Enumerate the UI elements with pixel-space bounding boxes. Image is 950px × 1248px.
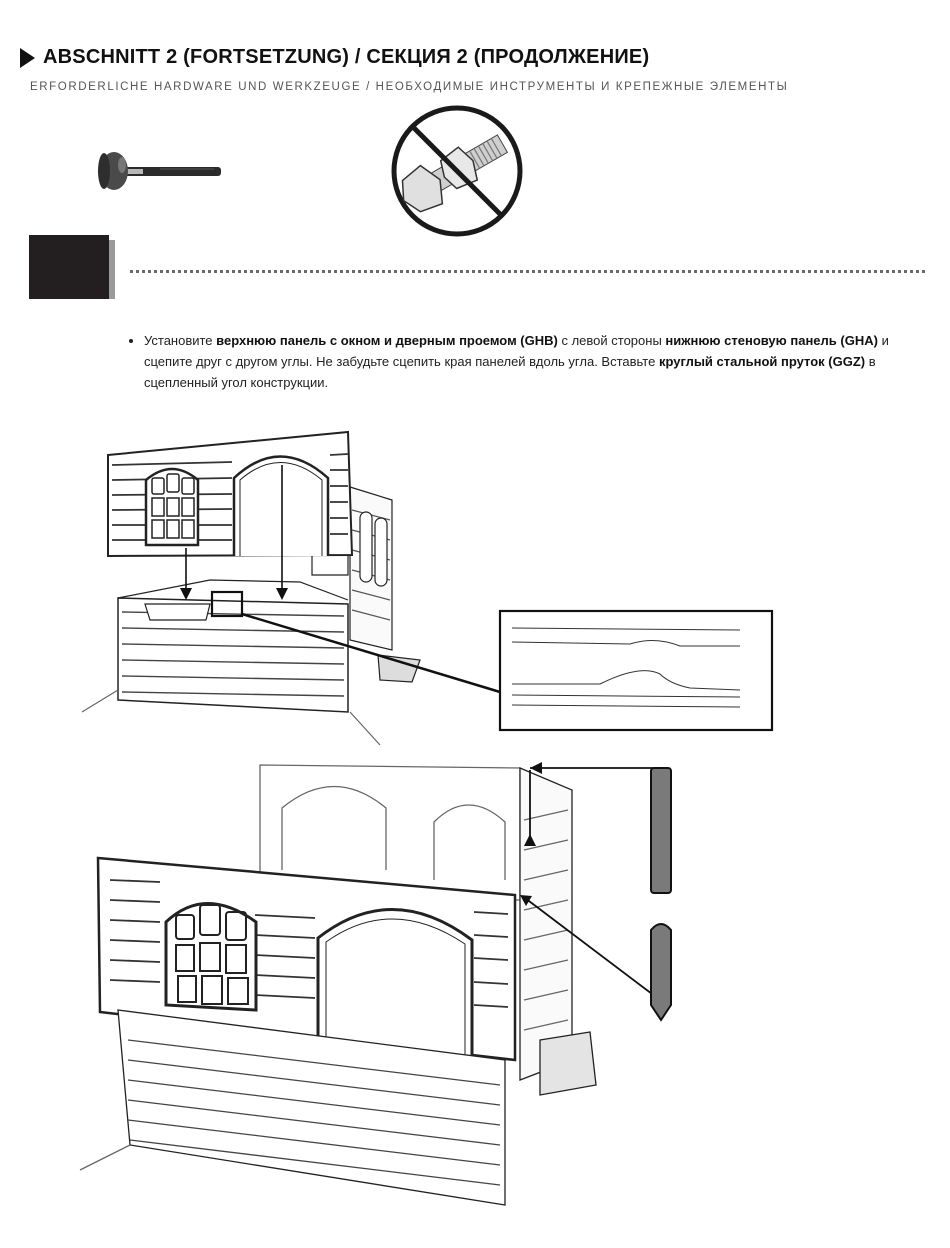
instruction-part: и сцепите друг с другом углы. Не забудьт… <box>144 333 889 369</box>
no-bolts-prohibited-icon <box>391 105 523 237</box>
step-number-box <box>29 235 109 299</box>
step-box-shadow <box>109 240 115 299</box>
section-header: ABSCHNITT 2 (FORTSETZUNG) / СЕКЦИЯ 2 (ПР… <box>20 46 920 69</box>
instruction-part: с левой стороны <box>557 333 666 348</box>
part-gha-label: нижнюю стеновую панель (GHA) <box>665 333 878 348</box>
rubber-mallet-icon <box>98 152 221 190</box>
lower-assembly-diagram <box>79 762 661 1206</box>
steel-rod-icon <box>650 767 672 1022</box>
instruction-part: Установите <box>144 333 217 348</box>
instruction-text: Установите верхнюю панель с окном и двер… <box>130 330 910 393</box>
page-title: ABSCHNITT 2 (FORTSETZUNG) / СЕКЦИЯ 2 (ПР… <box>43 46 650 68</box>
instruction-part: в сцепленный угол конструкции. <box>144 354 876 390</box>
detail-callout <box>498 609 774 732</box>
part-ghb-label: верхнюю панель с окном и дверным проемом… <box>216 333 558 348</box>
play-arrow-icon <box>20 47 35 68</box>
instruction-bullet: Установите верхнюю панель с окном и двер… <box>144 330 910 393</box>
page-subtitle: ERFORDERLICHE HARDWARE UND WERKZEUGE / Н… <box>30 81 789 93</box>
dotted-separator <box>130 257 925 273</box>
upper-assembly-diagram <box>81 430 501 746</box>
part-ggz-label: круглый стальной пруток (GGZ) <box>658 354 866 369</box>
